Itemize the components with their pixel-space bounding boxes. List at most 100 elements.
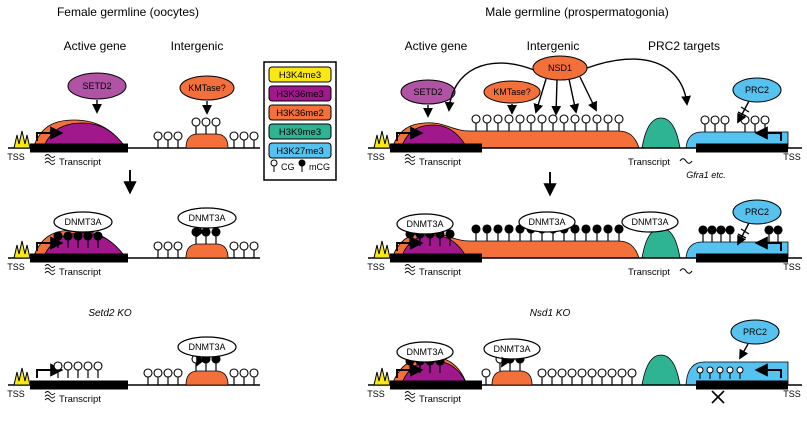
cg-lollipops	[153, 241, 183, 259]
dnmt3a-label: DNMT3A	[188, 342, 225, 352]
transcript-label: Transcript	[419, 157, 461, 168]
prc2-label: PRC2	[745, 207, 769, 217]
transcript-squiggle-icon	[404, 264, 416, 275]
cg-lollipops	[471, 114, 770, 133]
gene-body	[30, 380, 128, 390]
tss-arrow	[36, 363, 64, 378]
h3k4me3-tss-mark	[13, 130, 31, 149]
dnmt3a-label: DNMT3A	[528, 217, 565, 227]
male-ko-label: Nsd1 KO	[530, 308, 571, 319]
h3k9me3-domain	[641, 354, 681, 386]
transcript-label: Transcript	[628, 157, 670, 168]
female-col-intergenic: Intergenic	[171, 39, 224, 53]
gene-body	[390, 380, 482, 390]
female-panel: Female germline (oocytes) Active gene In…	[7, 5, 260, 405]
female-ko-label: Setd2 KO	[88, 308, 132, 319]
male-row-3: TSS TSS Transcript DNMT3A DNMT3A PRC2	[367, 319, 802, 405]
transcript-squiggle-icon	[44, 391, 56, 402]
tss-label: TSS	[7, 389, 25, 399]
legend-swatch-h3k36me2	[268, 104, 332, 121]
dnmt3a-arrow	[196, 226, 205, 238]
gene-body	[30, 253, 128, 263]
transcript-label: Transcript	[59, 394, 101, 405]
h3k4me3-tss-mark	[373, 240, 391, 259]
dnmt3a-ellipse	[396, 341, 454, 363]
male-title: Male germline (prospermatogonia)	[485, 5, 668, 19]
kmtase-label: KMTase?	[188, 83, 226, 93]
dnmt3a-ellipse	[518, 211, 576, 233]
mcg-lollipop	[211, 354, 221, 372]
female-row-2: TSS Transcript DNMT3A DNMT3A	[7, 207, 260, 278]
transcript-label: Transcript	[59, 157, 101, 168]
dnmt3a-label: DNMT3A	[631, 217, 668, 227]
female-row-3: TSS Transcript DNMT3A	[7, 336, 260, 405]
dnmt3a-label: DNMT3A	[406, 347, 443, 357]
prc2-label: PRC2	[745, 85, 769, 95]
gene-body	[390, 143, 482, 153]
dnmt3a-arrow	[501, 356, 511, 368]
setd2-ellipse	[400, 79, 456, 105]
legend-label-h3k36me3: H3K36me3	[276, 89, 324, 100]
nsd1-label: NSD1	[548, 63, 572, 73]
h3k36me2-block	[185, 370, 229, 386]
prc2-ellipse	[732, 199, 782, 225]
tss-arrow-reverse	[754, 363, 782, 378]
dnmt3a-ellipse	[621, 211, 679, 233]
prc2-ellipse	[730, 319, 780, 345]
h3k4me3-tss-mark	[13, 367, 31, 386]
legend-label-h3k36me2: H3K36me2	[276, 108, 324, 119]
transcript-label: Transcript	[419, 267, 461, 278]
setd2-ellipse	[67, 72, 127, 100]
dnmt3a-ellipse	[483, 338, 541, 360]
transcript-label: Transcript	[59, 267, 101, 278]
tss-label: TSS	[783, 389, 801, 399]
transcript-label: Transcript	[419, 394, 461, 405]
tss-arrow	[396, 126, 424, 141]
tss-label: TSS	[7, 152, 25, 162]
h3k4me3-tss-mark	[373, 130, 391, 149]
setd2-label: SETD2	[82, 81, 111, 91]
transcript-label: Transcript	[628, 267, 670, 278]
transcript-squiggle-icon	[404, 154, 416, 165]
setd2-label: SETD2	[413, 87, 442, 97]
h3k36me2-block	[185, 133, 229, 149]
legend-swatch-h3k9me3	[268, 123, 332, 140]
h3k36me2-block	[185, 243, 229, 259]
dnmt3a-label: DNMT3A	[188, 213, 225, 223]
h3k9me3-domain	[641, 117, 681, 149]
legend-swatch-h3k36me3	[268, 85, 332, 102]
female-row-1: TSS Transcript	[7, 117, 260, 168]
no-transcription-x	[711, 390, 725, 404]
legend: H3K4me3 H3K36me3 H3K36me2 H3K9me3 H3K27m…	[263, 61, 337, 181]
dnmt3a-ellipse	[177, 336, 237, 358]
tss-label: TSS	[367, 262, 385, 272]
transcript-tilde-icon	[679, 268, 693, 274]
male-col-active-gene: Active gene	[405, 39, 468, 53]
dnmt3a-ellipse	[396, 213, 454, 235]
male-col-prc2-targets: PRC2 targets	[648, 39, 720, 53]
dnmt3a-ellipse	[177, 207, 237, 229]
h3k4me3-tss-mark	[13, 240, 31, 259]
kmtase-ellipse	[483, 80, 541, 104]
tss-label: TSS	[783, 152, 801, 162]
legend-swatch-h3k4me3	[268, 66, 332, 83]
prc2-ellipse	[732, 77, 782, 103]
tss-label: TSS	[7, 262, 25, 272]
h3k4me3-tss-mark	[373, 367, 391, 386]
tss-arrow	[396, 363, 424, 378]
cg-lollipops	[537, 368, 637, 386]
transcript-tilde-icon	[679, 158, 693, 164]
h3k36me2-block	[491, 370, 533, 386]
prc2-blocked-arrow	[737, 100, 750, 124]
female-col-active-gene: Active gene	[64, 39, 127, 53]
mcg-lollipops	[191, 227, 221, 245]
prc2-blocked-arrow	[737, 222, 750, 246]
cg-lollipop	[191, 354, 201, 372]
gene-body	[30, 143, 128, 153]
gene-body	[390, 253, 482, 263]
dnmt3a-label: DNMT3A	[493, 344, 530, 354]
cg-lollipops	[229, 368, 259, 386]
legend-swatch-h3k27me3	[268, 142, 332, 159]
dnmt3a-arrow	[196, 355, 205, 367]
tss-label: TSS	[367, 389, 385, 399]
